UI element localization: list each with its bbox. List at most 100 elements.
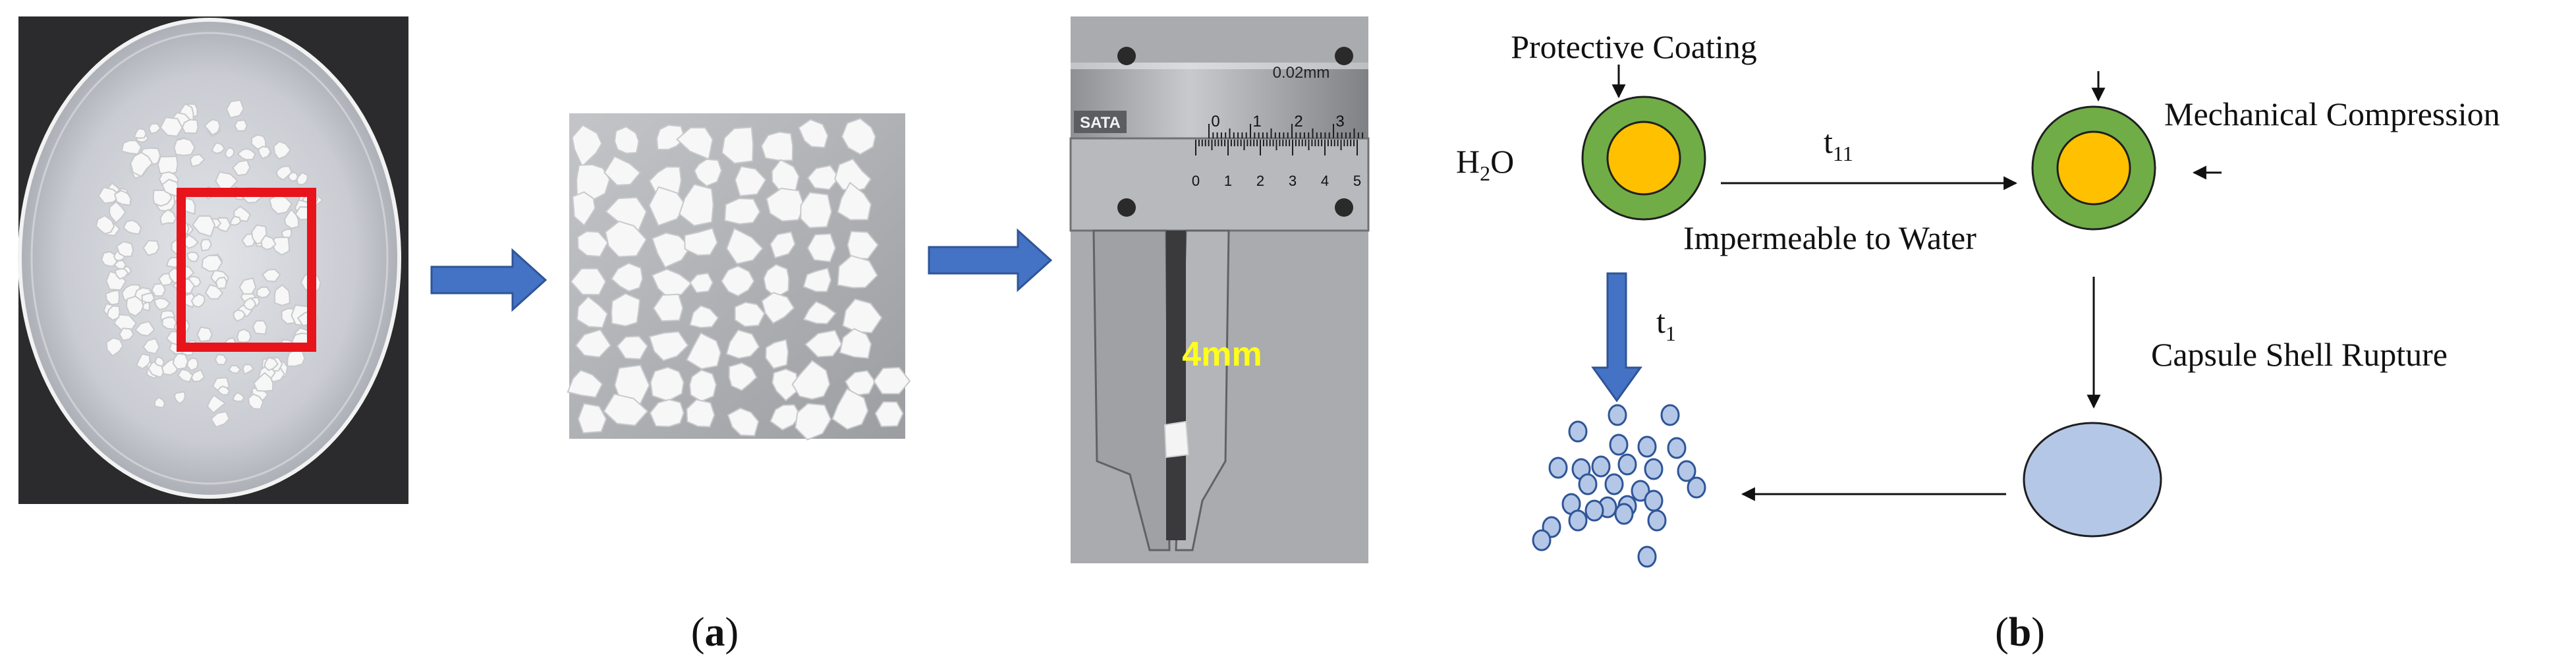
- granule: [133, 128, 147, 139]
- granule-sample: [1163, 420, 1190, 459]
- granule: [229, 215, 242, 226]
- vernier-label: 5: [1353, 173, 1361, 189]
- granule: [261, 268, 281, 283]
- granule: [106, 305, 121, 322]
- granule: [238, 277, 257, 295]
- granule: [142, 337, 160, 355]
- granule: [173, 391, 186, 405]
- granule: [257, 146, 271, 159]
- granule: [196, 326, 213, 343]
- granule: [649, 399, 685, 428]
- process-arrow-1: [430, 248, 547, 312]
- granule: [113, 189, 132, 206]
- granule: [831, 388, 869, 430]
- scale-label: 0: [1211, 113, 1219, 130]
- particle: [1644, 458, 1664, 480]
- capsule-compressed: [2031, 105, 2156, 231]
- caliper-jaw-right: [1175, 229, 1230, 551]
- granule: [766, 187, 805, 222]
- granule: [806, 165, 840, 190]
- granule: [186, 251, 200, 262]
- granule: [135, 353, 151, 370]
- granule: [116, 240, 134, 258]
- particle: [1578, 473, 1598, 495]
- granule: [771, 368, 798, 402]
- panel-label-b: (b): [1995, 610, 2045, 655]
- granule: [287, 171, 299, 182]
- granule: [273, 284, 291, 306]
- granule: [651, 232, 691, 268]
- particle: [1687, 476, 1706, 499]
- caliper-vernier-scale: [1195, 140, 1358, 155]
- granule: [108, 200, 126, 224]
- granule: [693, 158, 723, 187]
- granule: [837, 181, 872, 221]
- label-mechanical-compression: Mechanical Compression: [2164, 96, 2500, 132]
- particle: [1591, 455, 1611, 478]
- granule: [728, 362, 758, 391]
- granule: [874, 401, 904, 428]
- granule: [242, 364, 255, 376]
- particle: [1568, 509, 1588, 532]
- granule: [206, 394, 227, 414]
- granule: [689, 272, 714, 294]
- granule: [159, 117, 183, 137]
- granule: [650, 366, 685, 402]
- label-water: H2O: [1456, 143, 1514, 185]
- granule: [189, 154, 206, 167]
- granule: [604, 220, 648, 258]
- granule: [256, 286, 271, 298]
- granule: [652, 293, 684, 322]
- granule: [247, 393, 264, 410]
- label-t1: t1: [1656, 303, 1676, 345]
- granule: [873, 366, 911, 395]
- granule: [200, 238, 212, 252]
- granule: [264, 356, 279, 372]
- label-impermeable: Impermeable to Water: [1683, 219, 1976, 256]
- granule: [656, 124, 686, 150]
- granule: [119, 327, 134, 342]
- granule: [839, 327, 872, 359]
- particle: [1660, 404, 1680, 426]
- granule: [105, 337, 124, 357]
- granule: [791, 360, 831, 400]
- granule: [603, 393, 649, 426]
- particle: [1677, 460, 1696, 482]
- particle: [1548, 457, 1568, 479]
- granule: [172, 352, 189, 370]
- particle: [1637, 546, 1657, 568]
- granule: [806, 233, 837, 263]
- granule: [770, 404, 801, 431]
- granule: [725, 329, 760, 359]
- granule: [105, 289, 121, 306]
- vernier-label: 1: [1224, 173, 1232, 189]
- granule: [134, 320, 155, 337]
- granule: [834, 158, 872, 192]
- granule: [153, 297, 171, 311]
- particle: [1637, 435, 1657, 458]
- caliper-vernier-scale-labels: 0 1 2 3 4 5: [1192, 173, 1361, 189]
- particle: [1647, 509, 1667, 532]
- granules-closeup: [567, 117, 911, 441]
- panel-label-a: (a): [691, 610, 739, 655]
- granule: [572, 191, 596, 227]
- granule: [177, 368, 194, 383]
- granule: [201, 254, 223, 272]
- granule: [724, 198, 761, 225]
- granule: [648, 186, 686, 227]
- granule: [721, 265, 755, 297]
- granule: [804, 329, 843, 358]
- granule: [574, 329, 612, 358]
- granule: [611, 293, 641, 327]
- granule: [613, 126, 640, 154]
- granule: [610, 262, 644, 292]
- granule: [142, 240, 160, 256]
- particle: [1532, 529, 1552, 551]
- panel-a: SATA 0.02mm 0 1 2 3 0 1 2 3 4 5: [18, 16, 1370, 655]
- granule: [225, 99, 244, 119]
- granule: [210, 410, 231, 428]
- granule: [684, 227, 718, 256]
- granule: [217, 385, 231, 396]
- particle: [1614, 503, 1634, 525]
- granule: [763, 264, 790, 299]
